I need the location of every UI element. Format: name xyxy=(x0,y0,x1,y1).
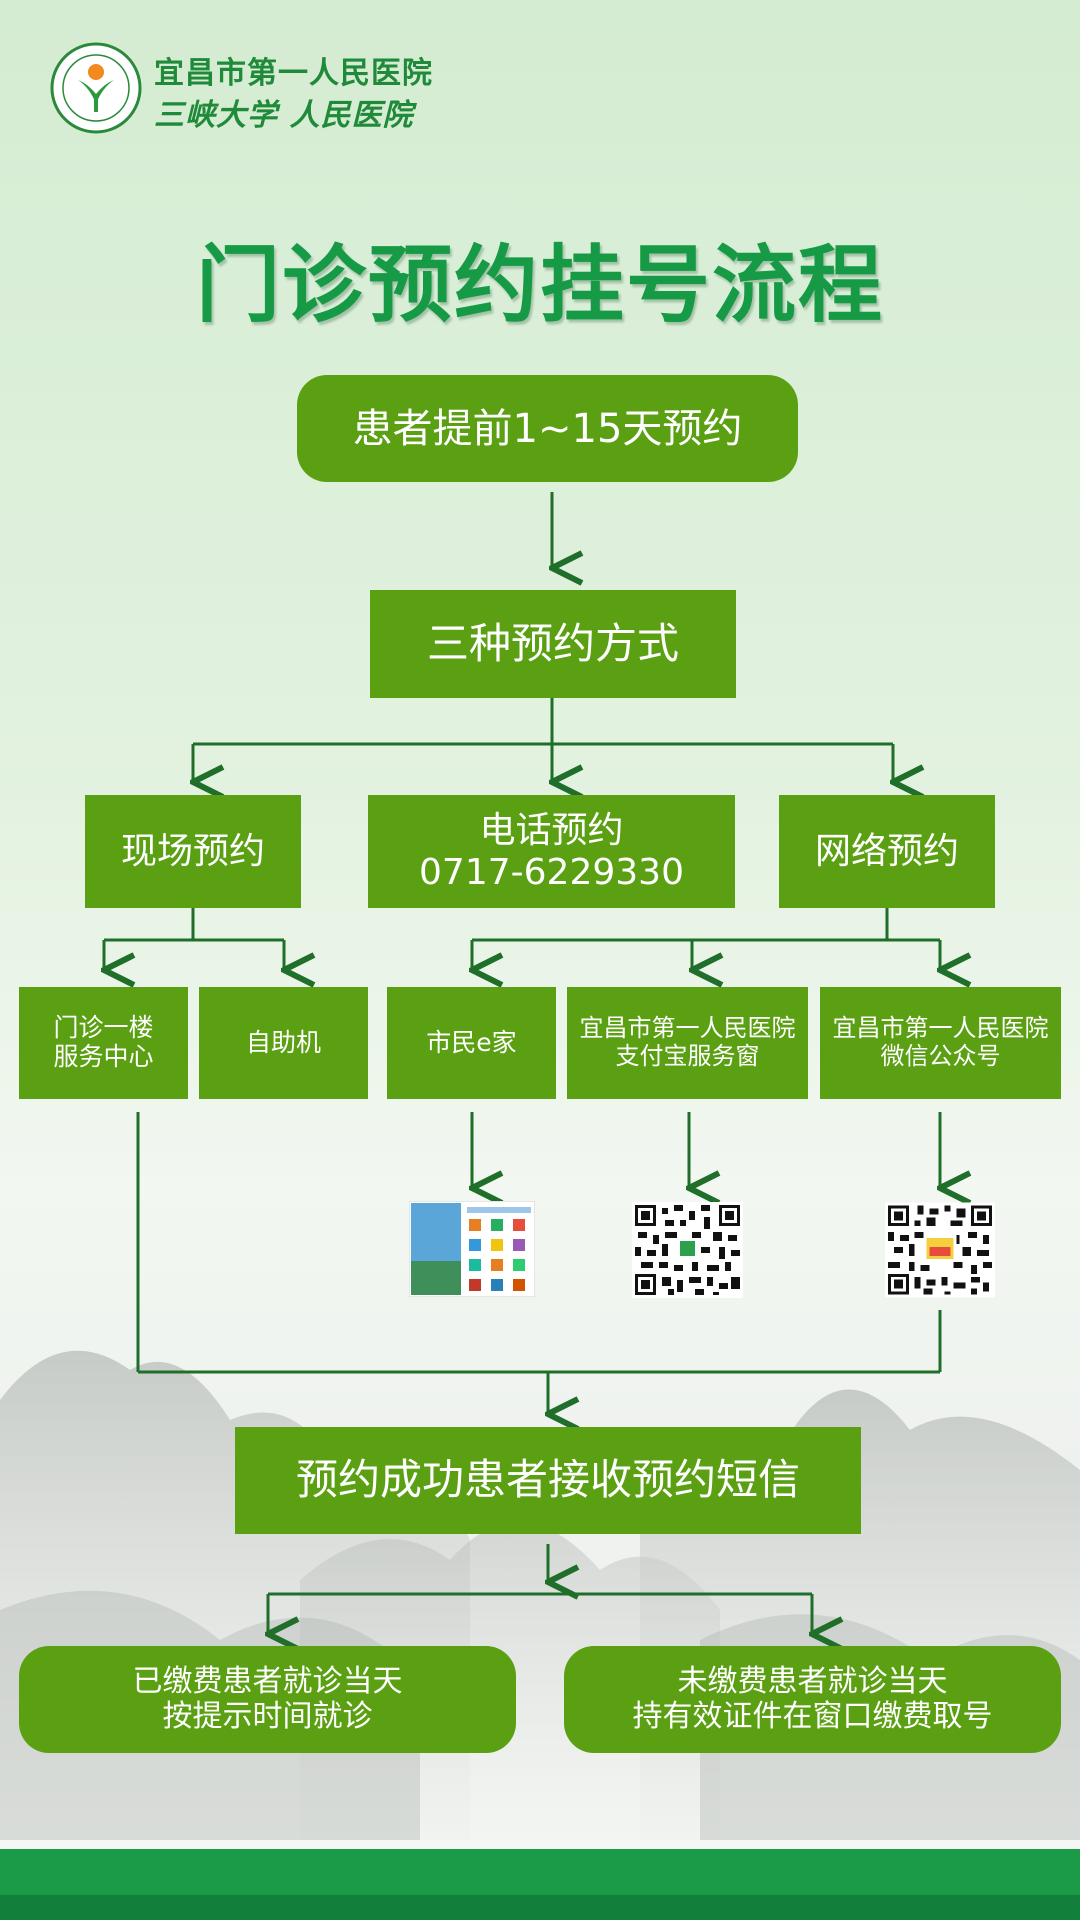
wechat-account-line1: 宜昌市第一人民医院 xyxy=(832,1014,1049,1043)
wechat-account-line2: 微信公众号 xyxy=(880,1042,1001,1070)
service-center-box: 门诊一楼 服务中心 xyxy=(19,987,188,1099)
onsite-booking-text: 现场预约 xyxy=(120,830,265,872)
online-booking-text: 网络预约 xyxy=(814,830,959,872)
sms-confirmation-box: 预约成功患者接收预约短信 xyxy=(235,1427,861,1534)
sms-confirmation-text: 预约成功患者接收预约短信 xyxy=(295,1455,800,1505)
advance-booking-text: 患者提前1~15天预约 xyxy=(352,405,743,452)
alipay-window-box: 宜昌市第一人民医院 支付宝服务窗 xyxy=(567,987,808,1099)
citizen-app-box: 市民e家 xyxy=(387,987,556,1099)
phone-booking-label: 电话预约 xyxy=(479,810,624,852)
phone-number: 0717-6229330 xyxy=(419,851,684,893)
phone-booking-box: 电话预约 0717-6229330 xyxy=(368,795,735,908)
unpaid-patient-box: 未缴费患者就诊当天 持有效证件在窗口缴费取号 xyxy=(564,1646,1061,1753)
kiosk-text: 自助机 xyxy=(245,1027,321,1057)
wechat-qr-icon xyxy=(885,1202,995,1298)
online-booking-box: 网络预约 xyxy=(779,795,995,908)
hospital-name-line1: 宜昌市第一人民医院 xyxy=(154,56,433,91)
footer-band xyxy=(0,1849,1080,1895)
paid-patient-line2: 按提示时间就诊 xyxy=(162,1698,373,1734)
citizen-app-text: 市民e家 xyxy=(426,1027,517,1057)
booking-methods-text: 三种预约方式 xyxy=(426,618,679,668)
advance-booking-box: 患者提前1~15天预约 xyxy=(297,375,798,482)
paid-patient-box: 已缴费患者就诊当天 按提示时间就诊 xyxy=(19,1646,516,1753)
booking-methods-box: 三种预约方式 xyxy=(370,590,736,698)
alipay-window-line2: 支付宝服务窗 xyxy=(615,1042,760,1070)
unpaid-patient-line2: 持有效证件在窗口缴费取号 xyxy=(632,1698,993,1734)
paid-patient-line1: 已缴费患者就诊当天 xyxy=(132,1664,403,1699)
page-title: 门诊预约挂号流程 xyxy=(195,236,884,334)
wechat-account-box: 宜昌市第一人民医院 微信公众号 xyxy=(820,987,1061,1099)
unpaid-patient-line1: 未缴费患者就诊当天 xyxy=(677,1664,948,1699)
hospital-logo-icon xyxy=(50,42,142,134)
onsite-booking-box: 现场预约 xyxy=(85,795,301,908)
mountain-background xyxy=(0,1350,1080,1840)
kiosk-box: 自助机 xyxy=(199,987,368,1099)
service-center-line1: 门诊一楼 xyxy=(53,1013,154,1043)
footer-band-dark xyxy=(0,1895,1080,1920)
app-screenshot-icon xyxy=(409,1201,535,1297)
service-center-line2: 服务中心 xyxy=(53,1042,154,1071)
alipay-window-line1: 宜昌市第一人民医院 xyxy=(579,1014,796,1043)
hospital-name-line2: 三峡大学 人民医院 xyxy=(154,98,414,133)
alipay-qr-icon xyxy=(632,1202,743,1298)
